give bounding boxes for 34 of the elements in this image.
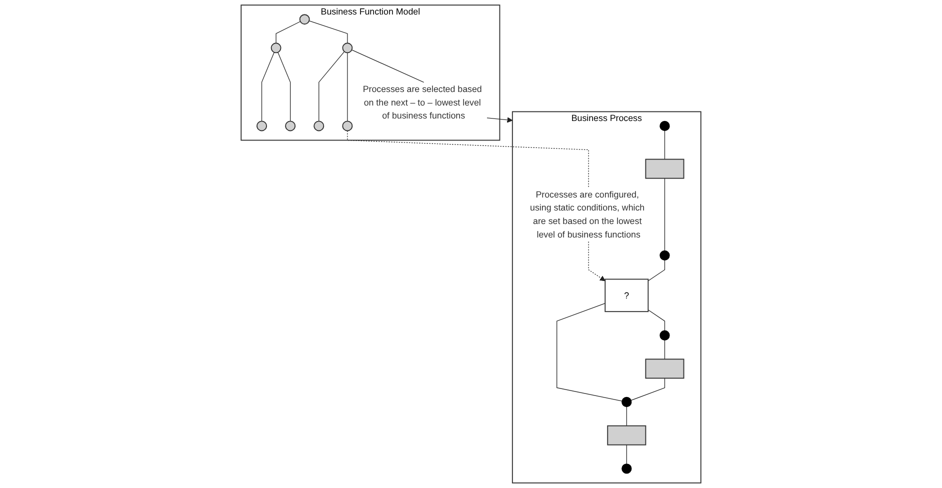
node-circle	[256, 120, 267, 132]
node-circle	[270, 42, 282, 54]
connector	[318, 51, 345, 122]
node-circle	[622, 464, 632, 474]
edge-label: Processes are configured, using static conditions, which are set based on the lowest level of business functions	[530, 189, 645, 240]
node-circle	[342, 42, 353, 54]
node-box	[645, 158, 684, 179]
connector	[630, 378, 666, 401]
node-box	[645, 358, 684, 379]
arrow	[352, 50, 513, 123]
connector	[664, 340, 666, 360]
node-circle	[660, 250, 670, 260]
node-circle	[342, 120, 353, 132]
node-circle	[314, 120, 324, 132]
connector	[664, 178, 666, 251]
connector	[308, 20, 348, 44]
node-circle	[660, 120, 670, 132]
edge-label: Processes are selected based on the next – to – lowest level of business functions	[362, 84, 482, 121]
connector	[664, 130, 666, 160]
connector	[626, 444, 627, 464]
node-circle	[285, 120, 296, 132]
connector	[556, 303, 622, 402]
node-circle	[622, 396, 632, 408]
node-box	[607, 425, 646, 446]
node-box: ?	[604, 278, 649, 312]
node-circle	[299, 14, 310, 25]
connector	[626, 406, 627, 426]
connector	[261, 52, 275, 122]
connector	[648, 260, 666, 282]
connector	[648, 310, 666, 331]
connector	[276, 21, 301, 44]
connector	[278, 52, 291, 122]
connector	[347, 52, 348, 122]
node-circle	[660, 330, 670, 340]
